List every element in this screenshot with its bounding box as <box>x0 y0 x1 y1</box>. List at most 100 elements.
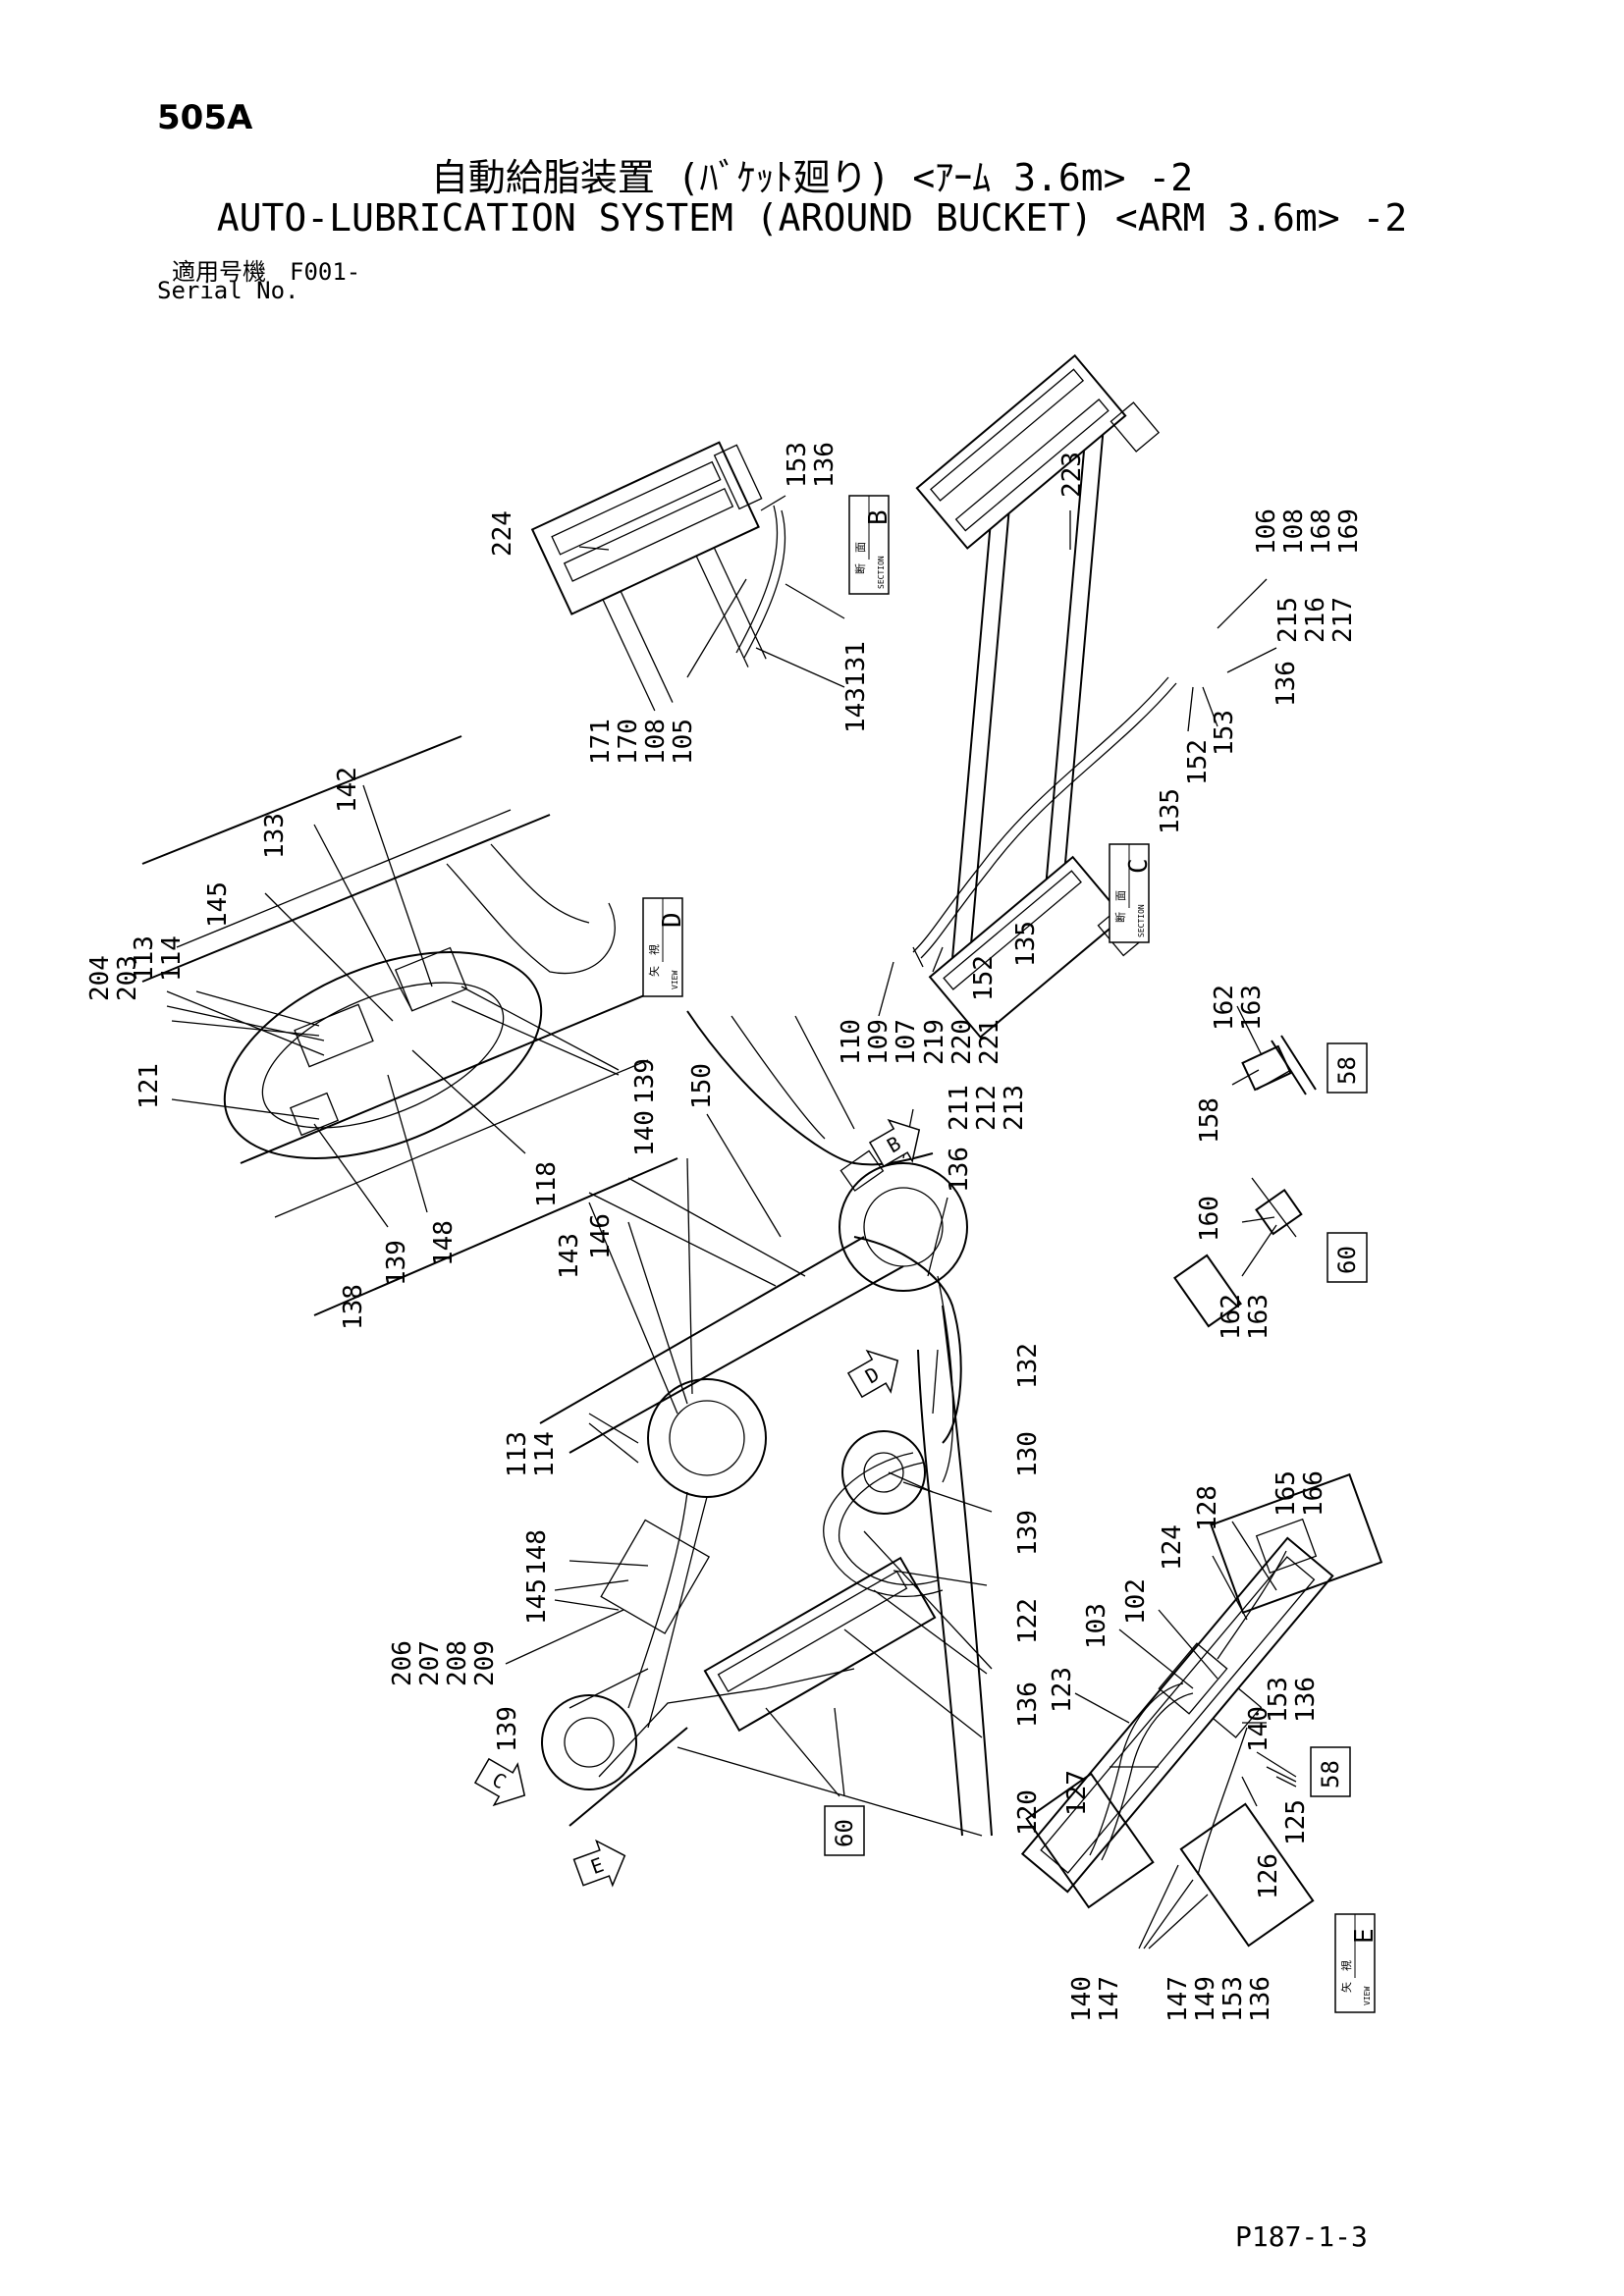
view-d-label: 矢 視 VIEW D <box>642 897 687 997</box>
part-callout: 114 <box>157 935 187 982</box>
part-callout: 113 <box>130 935 159 982</box>
part-callout: 120 <box>1013 1789 1043 1836</box>
part-callout: 103 <box>1082 1603 1111 1649</box>
part-callout: 139 <box>630 1058 660 1104</box>
part-callout: 147 <box>1095 1976 1124 2022</box>
view-arrow-b: B <box>868 1118 921 1168</box>
part-callout: 123 <box>1048 1667 1077 1713</box>
part-callout: 107 <box>892 1019 921 1065</box>
section-b-kind-jp: 断 面 <box>853 542 867 574</box>
part-callout: 139 <box>1013 1510 1043 1556</box>
ref-box-58: 58 <box>1326 1042 1368 1094</box>
part-callout: 212 <box>972 1085 1001 1131</box>
part-callout: 152 <box>1183 739 1213 785</box>
section-c-label: 断 面 SECTION C <box>1109 843 1154 943</box>
view-e-kind-jp: 矢 視 <box>1339 1960 1353 1993</box>
part-callout: 109 <box>864 1019 893 1065</box>
part-callout: 133 <box>260 813 290 859</box>
part-callout: 209 <box>470 1640 500 1686</box>
part-callout: 126 <box>1254 1853 1283 1899</box>
part-callout: 118 <box>532 1161 562 1207</box>
title-english: AUTO-LUBRICATION SYSTEM (AROUND BUCKET) … <box>216 196 1408 240</box>
part-callout: 224 <box>488 510 517 557</box>
part-callout: 206 <box>388 1640 417 1686</box>
part-callout: 139 <box>493 1706 522 1752</box>
part-callout: 216 <box>1301 597 1330 643</box>
part-callout: 146 <box>586 1213 616 1259</box>
part-callout: 217 <box>1328 597 1358 643</box>
ref-box-58: 58 <box>1310 1746 1351 1797</box>
part-callout: 106 <box>1252 508 1281 555</box>
part-callout: 142 <box>333 767 362 813</box>
section-c-letter: C <box>1124 858 1154 874</box>
part-callout: 150 <box>687 1063 717 1109</box>
view-d-kind-en: VIEW <box>671 971 679 989</box>
view-e-drawing <box>1020 1472 1383 1948</box>
part-callout: 153 <box>783 442 812 488</box>
section-c-kind-jp: 断 面 <box>1113 890 1127 923</box>
part-callout: 147 <box>1164 1976 1193 2022</box>
part-callout: 143 <box>555 1233 584 1279</box>
part-callout: 219 <box>920 1019 949 1065</box>
part-callout: 223 <box>1057 452 1087 498</box>
ref-box-60: 60 <box>1326 1232 1368 1283</box>
view-d-drawing <box>141 735 678 1316</box>
part-callout: 108 <box>1279 508 1309 555</box>
part-callout: 221 <box>975 1019 1004 1065</box>
view-e-label: 矢 視 VIEW E <box>1334 1913 1380 2013</box>
part-callout: 169 <box>1334 508 1364 555</box>
arm-main-view <box>539 1010 993 1837</box>
part-callout: 168 <box>1307 508 1336 555</box>
serial-label-japanese: 適用号機 F001- <box>172 258 361 286</box>
part-callout: 140 <box>1067 1976 1097 2022</box>
section-b-letter: B <box>864 509 893 525</box>
part-callout: 220 <box>947 1019 977 1065</box>
part-callout: 140 <box>630 1110 660 1156</box>
part-callout: 110 <box>837 1019 866 1065</box>
document-reference: P187-1-3 <box>1235 2220 1368 2253</box>
part-callout: 166 <box>1299 1470 1328 1517</box>
part-callout: 136 <box>945 1147 974 1193</box>
part-callout: 145 <box>522 1578 552 1625</box>
part-callout: 130 <box>1013 1431 1043 1477</box>
section-b-drawing <box>530 441 767 712</box>
part-callout: 136 <box>1272 661 1301 707</box>
part-callout: 211 <box>945 1085 974 1131</box>
part-callout: 140 <box>1244 1706 1273 1752</box>
part-callout: 124 <box>1158 1524 1187 1571</box>
part-callout: 125 <box>1281 1799 1311 1845</box>
part-callout: 108 <box>641 719 671 765</box>
section-b-kind-en: SECTION <box>877 556 886 589</box>
page-number: 505A <box>157 98 253 137</box>
view-d-kind-jp: 矢 視 <box>647 944 661 977</box>
part-callout: 153 <box>1264 1677 1293 1723</box>
view-d-letter: D <box>658 912 687 928</box>
part-callout: 139 <box>382 1240 411 1286</box>
svg-text:60: 60 <box>831 1819 858 1847</box>
part-callout: 204 <box>85 955 115 1001</box>
svg-text:58: 58 <box>1317 1760 1344 1789</box>
part-callout: 135 <box>1156 788 1185 834</box>
part-callout: 207 <box>415 1640 445 1686</box>
part-callout: 143 <box>841 687 871 733</box>
part-callout: 149 <box>1191 1976 1220 2022</box>
section-c-drawing <box>915 353 1161 1039</box>
part-callout: 170 <box>614 719 643 765</box>
part-callout: 152 <box>969 955 999 1001</box>
section-c-kind-en: SECTION <box>1137 904 1146 937</box>
part-callout: 138 <box>339 1284 368 1330</box>
part-callout: 145 <box>203 881 233 928</box>
part-callout: 136 <box>1291 1677 1321 1723</box>
part-callout: 136 <box>1013 1682 1043 1728</box>
part-callout: 158 <box>1195 1097 1224 1144</box>
part-callout: 171 <box>586 719 616 765</box>
part-callout: 148 <box>429 1220 459 1266</box>
part-callout: 160 <box>1195 1196 1224 1242</box>
part-callout: 153 <box>1210 710 1239 756</box>
view-e-letter: E <box>1350 1928 1380 1944</box>
part-callout: 102 <box>1121 1578 1151 1625</box>
section-b-label: 断 面 SECTION B <box>848 495 893 595</box>
part-callout: 203 <box>113 955 142 1001</box>
view-arrow-d: D <box>846 1349 899 1399</box>
part-callouts: 224 153 136 131 143 171 170 108 105 223 … <box>85 442 1364 2022</box>
